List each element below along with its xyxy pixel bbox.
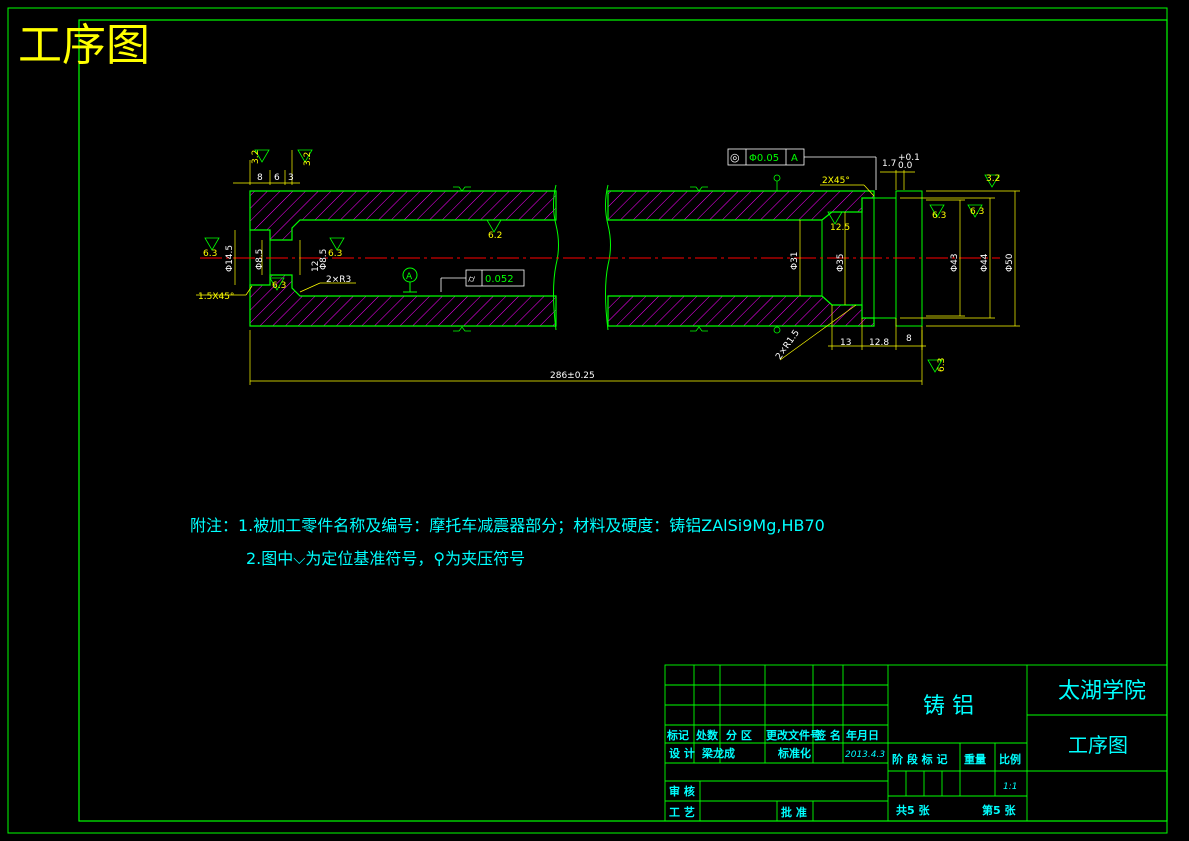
roughness-labels: 3.2 3.2 6.3 6.3 6.3 6.2 12.5 6.3 6.3 3.2…: [203, 150, 1000, 372]
svg-text:◎: ◎: [730, 151, 740, 164]
svg-text:标准化: 标准化: [777, 746, 811, 760]
page-title: 工序图: [18, 20, 150, 71]
svg-text:Φ35: Φ35: [836, 253, 846, 272]
svg-text:Φ8.5: Φ8.5: [319, 249, 329, 270]
svg-text:8: 8: [257, 173, 263, 183]
svg-text:Φ50: Φ50: [1005, 253, 1015, 272]
title-block: [664, 664, 1168, 822]
svg-text:3.2: 3.2: [251, 150, 261, 164]
svg-text:6: 6: [274, 173, 280, 183]
svg-text:2013.4.3: 2013.4.3: [845, 750, 885, 760]
svg-text:0.0: 0.0: [898, 161, 913, 171]
svg-text:Φ0.05: Φ0.05: [749, 153, 779, 164]
svg-text:年月日: 年月日: [846, 728, 879, 742]
svg-text:6.3: 6.3: [932, 211, 946, 221]
svg-text:13: 13: [840, 338, 851, 348]
svg-text:签 名: 签 名: [814, 728, 841, 742]
note-line-2: 2.图中⌵为定位基准符号，⚲为夹压符号: [246, 549, 525, 568]
svg-text:审 核: 审 核: [669, 784, 695, 798]
hatch-right-top: [607, 190, 875, 221]
svg-text:共5 张: 共5 张: [896, 803, 930, 817]
svg-text:梁龙成: 梁龙成: [701, 746, 735, 760]
svg-text:2×R3: 2×R3: [326, 275, 351, 285]
svg-text:6.3: 6.3: [937, 358, 947, 372]
outer-border: [7, 7, 1168, 834]
title-block-text: 铸 铝 太湖学院 工序图 标记 处数 分 区 更改文件号 签 名 年月日 设 计…: [666, 679, 1146, 819]
svg-text:Φ14.5: Φ14.5: [225, 245, 235, 272]
svg-text:2×R1.5: 2×R1.5: [774, 328, 802, 361]
svg-text:0.052: 0.052: [485, 274, 514, 285]
svg-text:A: A: [791, 153, 798, 164]
svg-text:3.2: 3.2: [303, 152, 313, 166]
svg-text:Φ8.5: Φ8.5: [255, 249, 265, 270]
cylindricity-tolerance: ⌭ 0.052: [440, 269, 525, 292]
svg-text:⌭: ⌭: [468, 274, 476, 285]
svg-text:第5 张: 第5 张: [982, 803, 1016, 817]
svg-text:标记: 标记: [666, 728, 689, 742]
svg-text:重量: 重量: [964, 752, 986, 766]
svg-text:12.8: 12.8: [869, 338, 889, 348]
svg-text:太湖学院: 太湖学院: [1058, 679, 1146, 704]
hatch-left-top: [249, 190, 557, 241]
svg-text:更改文件号: 更改文件号: [766, 728, 821, 742]
svg-text:286±0.25: 286±0.25: [550, 371, 595, 381]
svg-text:Φ44: Φ44: [980, 253, 990, 272]
svg-text:A: A: [406, 272, 413, 282]
svg-text:6.3: 6.3: [272, 281, 286, 291]
svg-text:6.2: 6.2: [488, 231, 502, 241]
svg-text:1.7: 1.7: [882, 159, 896, 169]
svg-text:3.2: 3.2: [986, 174, 1000, 184]
part-section: 3.2 3.2 6.3 6.3 6.3 6.2 12.5 6.3 6.3 3.2…: [196, 148, 1020, 385]
svg-text:12: 12: [311, 261, 321, 272]
dimension-labels: 8 6 3 1.5X45° 2X45° Φ14.5 Φ8.5 12 Φ8.5 2…: [198, 153, 1015, 381]
svg-text:设 计: 设 计: [669, 746, 695, 760]
svg-text:铸 铝: 铸 铝: [923, 694, 974, 719]
svg-text:+0.1: +0.1: [898, 153, 920, 163]
svg-text:1:1: 1:1: [1003, 782, 1017, 792]
note-line-1: 附注：1.被加工零件名称及编号：摩托车减震器部分；材料及硬度：铸铝ZAlSi9M…: [190, 516, 825, 535]
svg-text:Φ31: Φ31: [790, 251, 800, 270]
svg-text:处数: 处数: [695, 728, 719, 742]
svg-text:分 区: 分 区: [726, 728, 752, 742]
svg-text:比例: 比例: [999, 752, 1021, 766]
svg-text:工 艺: 工 艺: [669, 805, 695, 819]
svg-text:工序图: 工序图: [1068, 733, 1128, 757]
svg-text:1.5X45°: 1.5X45°: [198, 292, 234, 302]
hatch-right-bottom: [607, 295, 875, 327]
svg-text:12.5: 12.5: [830, 223, 850, 233]
svg-text:6.3: 6.3: [328, 249, 342, 259]
svg-text:阶 段 标 记: 阶 段 标 记: [892, 752, 948, 766]
roughness-symbols: [204, 149, 1000, 373]
svg-text:6.3: 6.3: [970, 207, 984, 217]
svg-text:8: 8: [906, 334, 912, 344]
svg-text:2X45°: 2X45°: [822, 176, 850, 186]
coaxiality-tolerance: ◎ Φ0.05 A: [727, 148, 877, 190]
svg-text:3: 3: [288, 173, 294, 183]
svg-text:批 准: 批 准: [781, 805, 807, 819]
inner-frame: [78, 19, 1168, 822]
svg-text:Φ43: Φ43: [950, 253, 960, 272]
svg-text:6.3: 6.3: [203, 249, 217, 259]
